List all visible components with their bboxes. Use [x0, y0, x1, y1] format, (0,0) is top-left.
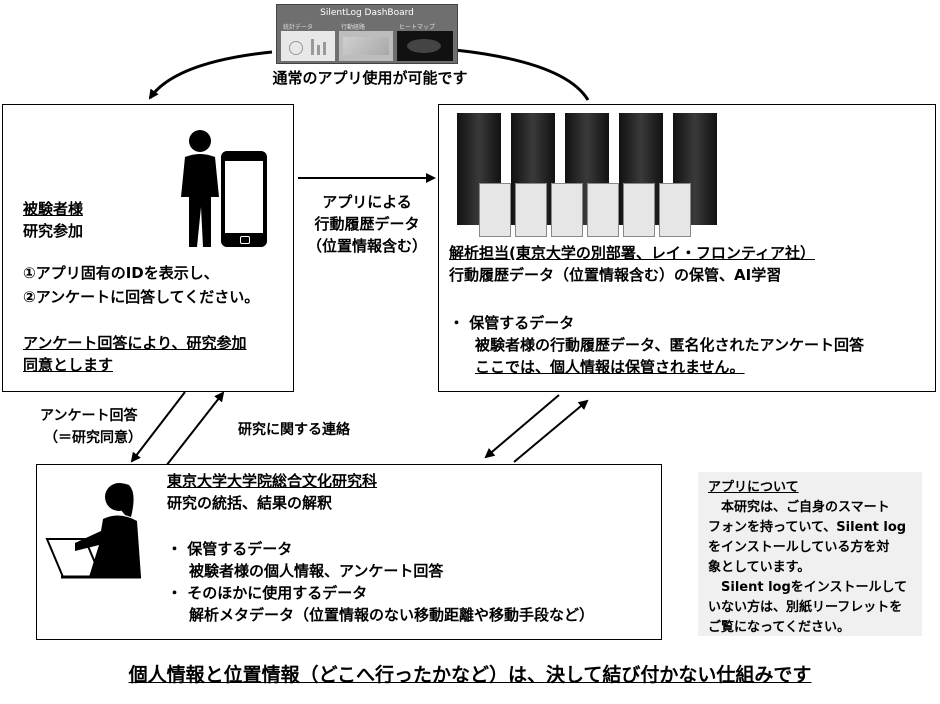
participant-consent-1: アンケート回答により、研究参加 — [23, 334, 247, 352]
participant-heading: 被験者様 — [23, 200, 84, 218]
analysis-bullet-detail: 被験者様の行動履歴データ、匿名化されたアンケート回答 — [475, 336, 864, 354]
analysis-bullet: ・ 保管するデータ — [449, 314, 575, 332]
university-bullet2-detail: 解析メタデータ（位置情報のない移動距離や移動手段など） — [189, 606, 595, 624]
middle-arrow-label-2: 行動履歴データ — [314, 215, 420, 233]
middle-arrow-label-3: （位置情報含む） — [306, 237, 427, 255]
app-info-box: アプリについて 本研究は、ご自身のスマート フォンを持っていて、Silent l… — [698, 472, 922, 636]
smartphone-icon — [221, 151, 267, 247]
analysis-note: ここでは、個人情報は保管されません。 — [475, 358, 745, 376]
dashboard-panel-stats — [281, 31, 335, 61]
university-bullet1: ・ 保管するデータ — [167, 540, 293, 558]
left-arrow-label-2: （＝研究同意） — [44, 430, 142, 446]
contact-label: 研究に関する連絡 — [238, 422, 350, 438]
storage-unit-icon — [479, 183, 691, 237]
participant-consent-2: 同意とします — [23, 356, 114, 374]
app-info-line-2: フォンを持っていて、Silent log — [708, 520, 907, 535]
app-info-line-5: Silent logをインストールして — [708, 580, 908, 595]
right-arrow-up — [513, 399, 589, 463]
left-arrow-label-1: アンケート回答 — [40, 408, 138, 424]
left-arrow-up — [165, 391, 225, 467]
app-info-line-1: 本研究は、ご自身のスマート — [708, 500, 890, 515]
app-info-line-4: 象としています。 — [708, 560, 811, 575]
dashboard-panel-route — [339, 31, 393, 61]
dashboard-thumbnail: SilentLog DashBoard 統計データ 行動経路 ヒートマップ — [276, 4, 458, 64]
analysis-box: 解析担当(東京大学の別部署、レイ・フロンティア社） 行動履歴データ（位置情報含む… — [438, 104, 936, 392]
dashboard-tab-heatmap: ヒートマップ — [399, 24, 436, 31]
person-icon — [175, 127, 225, 249]
analysis-heading: 解析担当(東京大学の別部署、レイ・フロンティア社） — [449, 244, 815, 262]
footer-statement: 個人情報と位置情報（どこへ行ったかなど）は、決して結び付かない仕組みです — [128, 664, 812, 686]
participant-line3: ②アンケートに回答してください。 — [23, 288, 260, 306]
university-bullet2: ・ そのほかに使用するデータ — [167, 584, 368, 602]
top-left-arrow — [148, 50, 273, 100]
dashboard-tab-stats: 統計データ — [283, 24, 314, 31]
left-arrow-down — [130, 391, 186, 463]
participant-line1: 研究参加 — [23, 222, 84, 240]
app-info-line-7: ご覧になってください。 — [708, 620, 850, 635]
participant-line2: ①アプリ固有のIDを表示し、 — [23, 264, 219, 282]
dashboard-title: SilentLog DashBoard — [320, 8, 414, 18]
participant-box: 被験者様 研究参加 ①アプリ固有のIDを表示し、 ②アンケートに回答してください… — [2, 104, 294, 392]
dashboard-panel-heatmap — [397, 31, 453, 61]
app-info-line-6: いない方は、別紙リーフレットを — [708, 600, 903, 615]
university-heading: 東京大学大学院総合文化研究科 — [167, 472, 378, 490]
top-arrow-label: 通常のアプリ使用が可能です — [272, 69, 468, 87]
app-info-heading: アプリについて — [708, 480, 799, 495]
researcher-laptop-icon — [45, 477, 155, 581]
university-box: 東京大学大学院総合文化研究科 研究の統括、結果の解釈 ・ 保管するデータ 被験者… — [36, 464, 662, 640]
app-info-line-3: をインストールしている方を対 — [708, 540, 890, 555]
university-bullet1-detail: 被験者様の個人情報、アンケート回答 — [189, 562, 444, 580]
university-line1: 研究の統括、結果の解釈 — [167, 494, 333, 512]
analysis-line1: 行動履歴データ（位置情報含む）の保管、AI学習 — [449, 266, 782, 284]
right-arrow-down — [484, 394, 560, 459]
top-right-arc — [454, 48, 590, 101]
dashboard-tab-route: 行動経路 — [341, 24, 366, 31]
middle-arrow-label-1: アプリによる — [322, 193, 412, 211]
